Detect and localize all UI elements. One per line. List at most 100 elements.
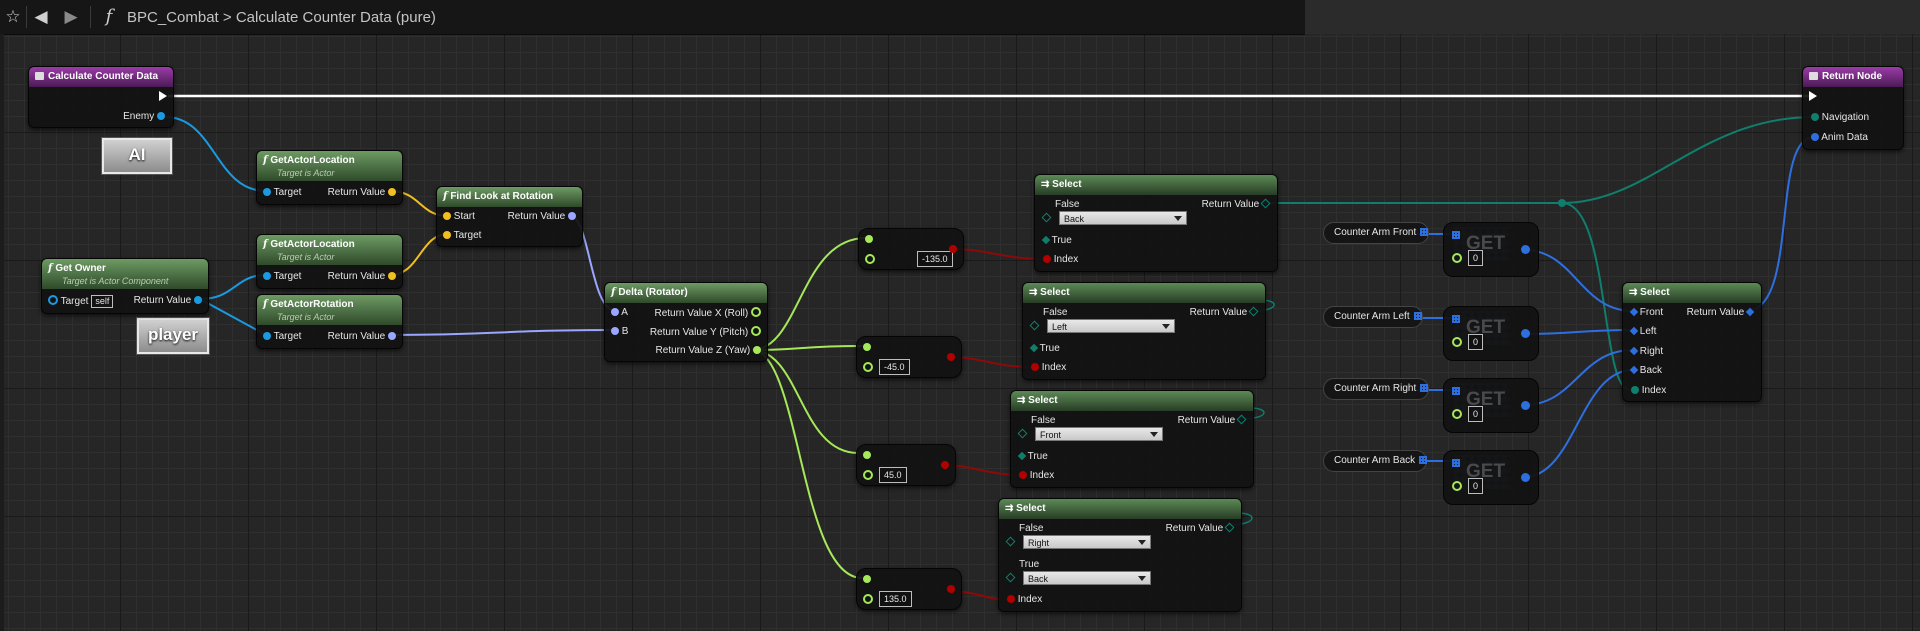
back-pin[interactable]: Back [1629,365,1662,377]
index-pin[interactable]: Index [1019,470,1054,482]
get-index-field[interactable]: 0 [1468,406,1484,422]
false-pin[interactable]: False [1031,307,1067,319]
variable-node[interactable]: Counter Arm Front [1323,222,1429,244]
a-pin[interactable]: A [611,307,628,319]
return-node[interactable]: Return Node Navigation Anim Data [1802,66,1904,150]
true-pin[interactable]: True [1007,559,1039,571]
get-index-field[interactable]: 0 [1468,334,1484,350]
select-node[interactable]: ⇉ Select False Front True Index Return V… [1010,390,1254,488]
index-pin-icon[interactable] [1452,481,1462,491]
return-value-pin[interactable]: Return Value [1166,522,1235,535]
b-pin[interactable]: B [611,326,628,338]
compare-value-pin[interactable] [863,470,873,483]
yaw-pin[interactable]: Return Value Z (Yaw) [656,345,761,357]
compare-value-pin[interactable] [863,362,873,375]
struct-pin-icon[interactable] [1521,245,1530,254]
compare-output-pin[interactable] [947,352,955,364]
struct-pin-icon[interactable] [1521,401,1530,410]
roll-pin[interactable]: Return Value X (Roll) [654,307,761,320]
entry-node[interactable]: Calculate Counter Data Enemy [28,66,174,128]
final-select-node[interactable]: ⇉ Select Front Left Right Back Index Ret… [1622,282,1762,402]
forward-arrow-icon[interactable]: ▶ [64,7,78,26]
compare-input-pin[interactable] [863,450,871,462]
compare-node[interactable]: 135.0 [856,568,962,610]
anim-data-pin[interactable]: Anim Data [1811,132,1868,144]
start-pin[interactable]: Start [443,211,475,223]
compare-value-field[interactable]: 135.0 [879,591,912,607]
index-pin[interactable]: Index [1007,594,1042,606]
navigation-pin[interactable]: Navigation [1811,112,1869,124]
false-pin[interactable]: False [1019,415,1055,427]
return-value-pin[interactable]: Return Value [1202,198,1271,211]
compare-input-pin[interactable] [863,574,871,586]
variable-node[interactable]: Counter Arm Back [1323,450,1428,472]
star-icon[interactable]: ☆ [5,7,21,26]
compare-value-field[interactable]: 45.0 [879,467,907,483]
target-pin[interactable]: Target [443,230,481,242]
false-value-dropdown[interactable]: Front [1035,427,1163,441]
index-pin-icon[interactable] [1452,409,1462,419]
exec-in-pin[interactable] [1809,91,1817,103]
index-pin[interactable]: Index [1043,254,1078,266]
return-value-pin[interactable]: Return Value [328,271,396,283]
enemy-pin[interactable]: Enemy [123,111,165,123]
return-value-pin[interactable]: Return Value [1178,414,1247,427]
get-node[interactable]: 0 GET [1443,222,1539,277]
variable-node[interactable]: Counter Arm Left [1323,306,1423,328]
return-value-pin[interactable]: Return Value [508,211,576,223]
compare-value-field[interactable]: -135.0 [917,251,953,267]
target-pin[interactable]: Target [263,271,301,283]
comment-ai[interactable]: AI [102,138,172,174]
compare-node[interactable]: -135.0 [858,228,964,270]
false-value-dropdown[interactable]: Back [1059,211,1187,225]
true-pin[interactable]: True [1017,451,1048,463]
compare-output-pin[interactable] [949,244,957,256]
left-pin[interactable]: Left [1629,326,1656,338]
compare-input-pin[interactable] [865,234,873,246]
compare-input-pin[interactable] [863,342,871,354]
index-pin-icon[interactable] [1452,337,1462,347]
compare-value-pin[interactable] [865,254,875,267]
true-value-dropdown[interactable]: Back [1023,571,1151,585]
return-value-pin[interactable]: Return Value [1190,306,1259,319]
breadcrumb-graph[interactable]: Calculate Counter Data (pure) [235,9,436,26]
compare-output-pin[interactable] [947,584,955,596]
pitch-pin[interactable]: Return Value Y (Pitch) [650,326,761,339]
compare-node[interactable]: 45.0 [856,444,956,486]
true-pin[interactable]: True [1041,235,1072,247]
select-node[interactable]: ⇉ Select False Right True Back Index Ret… [998,498,1242,612]
get-node[interactable]: 0 GET [1443,306,1539,361]
false-value-dropdown[interactable]: Right [1023,535,1151,549]
exec-out-pin[interactable] [159,91,167,103]
back-arrow-icon[interactable]: ◀ [34,7,48,26]
struct-pin-icon[interactable] [1521,473,1530,482]
get-owner-return-pin[interactable]: Return Value [134,295,202,307]
compare-output-pin[interactable] [941,460,949,472]
right-pin[interactable]: Right [1629,346,1663,358]
false-pin[interactable]: False [1007,523,1043,535]
struct-pin-icon[interactable] [1521,329,1530,338]
get-node[interactable]: 0 GET [1443,378,1539,433]
return-value-pin[interactable]: Return Value [1687,307,1755,319]
breadcrumb-class[interactable]: BPC_Combat [127,9,219,26]
target-pin[interactable]: Target [263,187,301,199]
compare-value-pin[interactable] [863,594,873,607]
false-pin[interactable]: False [1043,199,1079,211]
return-value-pin[interactable]: Return Value [328,187,396,199]
false-value-dropdown[interactable]: Left [1047,319,1175,333]
select-node[interactable]: ⇉ Select False Back True Index Return Va… [1034,174,1278,272]
index-pin[interactable]: Index [1031,362,1066,374]
return-value-pin[interactable]: Return Value [328,331,396,343]
true-pin[interactable]: True [1029,343,1060,355]
variable-node[interactable]: Counter Arm Right [1323,378,1429,400]
comment-player[interactable]: player [137,318,209,354]
select-node[interactable]: ⇉ Select False Left True Index Return Va… [1022,282,1266,380]
compare-node[interactable]: -45.0 [856,336,962,378]
